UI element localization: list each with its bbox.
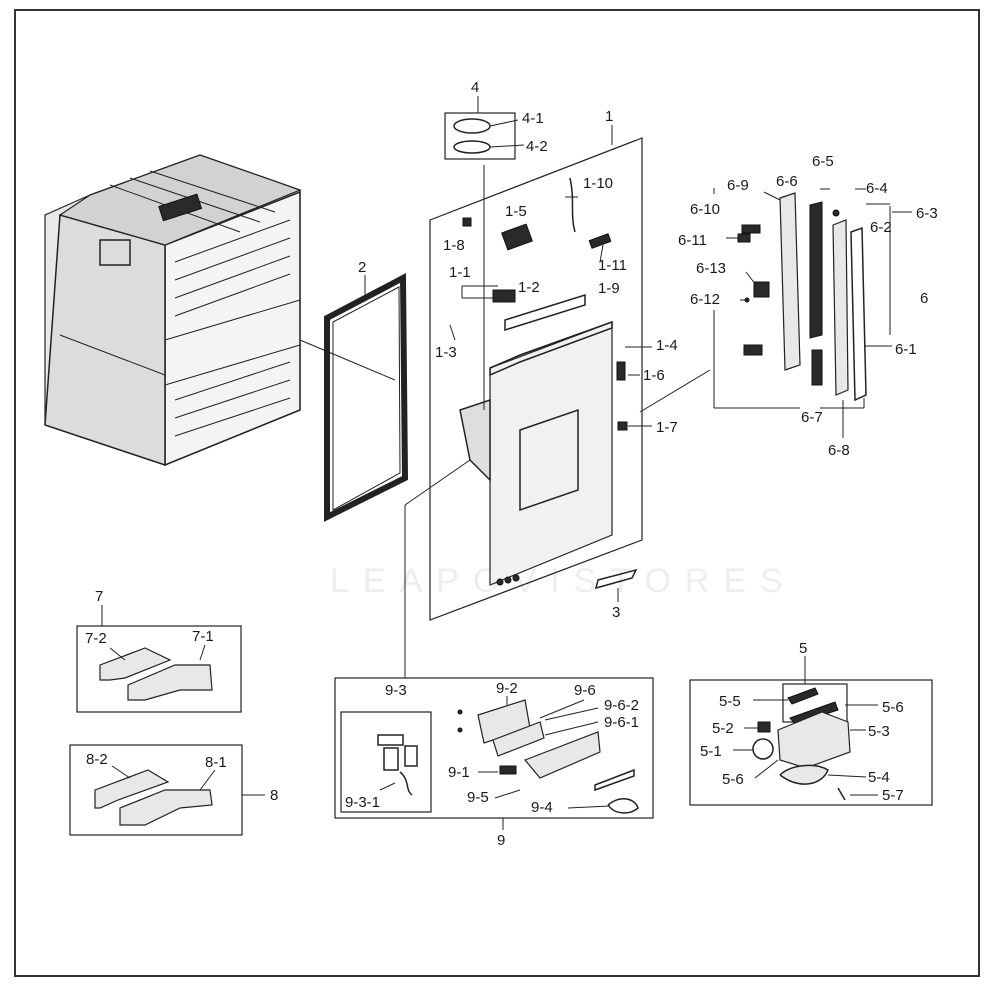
part-1-9 [504,293,586,332]
leader-2-cabinet [299,339,396,381]
part-8-1 [119,789,213,826]
label-4-1: 4-1 [522,110,544,127]
label-6-2: 6-2 [870,219,892,236]
label-4-2: 4-2 [526,138,548,155]
label-5: 5 [799,640,807,657]
label-6-1: 6-1 [895,341,917,358]
door-leaders [461,196,652,427]
label-7-2: 7-2 [85,630,107,647]
label-6-4: 6-4 [866,180,888,197]
label-1-7: 1-7 [656,419,678,436]
label-6-10: 6-10 [690,201,720,218]
label-9-6: 9-6 [574,682,596,699]
group-5-leaders [733,656,878,796]
label-5-1: 5-1 [700,743,722,760]
label-8-1: 8-1 [205,754,227,771]
label-9-5: 9-5 [467,789,489,806]
label-5-4: 5-4 [868,769,890,786]
group-6-parts [737,192,867,402]
label-9-3-1: 9-3-1 [345,794,380,811]
label-1-1: 1-1 [449,264,471,281]
group-9-3-box [340,711,432,813]
part-3 [594,568,638,590]
label-1-10: 1-10 [583,175,613,192]
label-4: 4 [471,79,479,96]
part-1-5 [501,223,533,251]
group-6-leaders [639,188,912,438]
group-5-parts [752,687,851,801]
part-1-10 [569,177,576,233]
part-1-7 [617,421,628,431]
label-9-1: 9-1 [448,764,470,781]
label-7: 7 [95,588,103,605]
group-9-box [334,677,654,819]
part-1-1 [492,289,516,303]
label-9-2: 9-2 [496,680,518,697]
label-7-1: 7-1 [192,628,214,645]
part-1-11 [588,233,612,249]
label-9-6-1: 9-6-1 [604,714,639,731]
label-6: 6 [920,290,928,307]
label-1-8: 1-8 [443,237,465,254]
part-1-8 [462,217,472,227]
label-8: 8 [270,787,278,804]
part-7-2 [99,647,172,681]
label-5-7: 5-7 [882,787,904,804]
label-1-11: 1-11 [598,257,627,274]
label-6-12: 6-12 [690,291,720,308]
part-1-6 [616,361,626,381]
label-1-5: 1-5 [505,203,527,220]
label-5-5: 5-5 [719,693,741,710]
group-4-box [444,112,516,160]
label-6-3: 6-3 [916,205,938,222]
dispenser-opening [519,408,579,512]
label-3: 3 [612,604,620,621]
part-8-2 [94,769,170,809]
door-group-outline [429,137,643,621]
label-1-4: 1-4 [656,337,678,354]
label-9-4: 9-4 [531,799,553,816]
label-6-6: 6-6 [776,173,798,190]
group-7-box [76,625,242,713]
label-8-2: 8-2 [86,751,108,768]
label-1-9: 1-9 [598,280,620,297]
watermark: LEAPOVISTORES [330,562,797,600]
group-9-leaders [379,459,611,830]
label-9-6-2: 9-6-2 [604,697,639,714]
label-5-6-right: 5-6 [882,699,904,716]
label-6-9: 6-9 [727,177,749,194]
label-9-3: 9-3 [385,682,407,699]
part-4-2 [453,140,491,154]
label-5-2: 5-2 [712,720,734,737]
label-1-3: 1-3 [435,344,457,361]
label-6-13: 6-13 [696,260,726,277]
label-1-6: 1-6 [643,367,665,384]
label-6-5: 6-5 [812,153,834,170]
label-6-8: 6-8 [828,442,850,459]
label-2: 2 [358,259,366,276]
label-5-6-left: 5-6 [722,771,744,788]
refrigerator-cabinet [44,154,302,467]
part-4-1 [453,118,491,134]
door-gasket [324,273,409,522]
label-1: 1 [605,108,613,125]
group-5-box [689,679,933,806]
part-7-1 [127,664,213,701]
label-9: 9 [497,832,505,849]
door-assembly-group [429,137,643,621]
label-5-3: 5-3 [868,723,890,740]
label-6-7: 6-7 [801,409,823,426]
group-8-box [69,744,243,836]
door-panel [489,321,613,586]
label-6-11: 6-11 [678,232,707,249]
label-1-2: 1-2 [518,279,540,296]
group-9-parts [377,699,639,814]
diagram-frame [14,9,980,977]
